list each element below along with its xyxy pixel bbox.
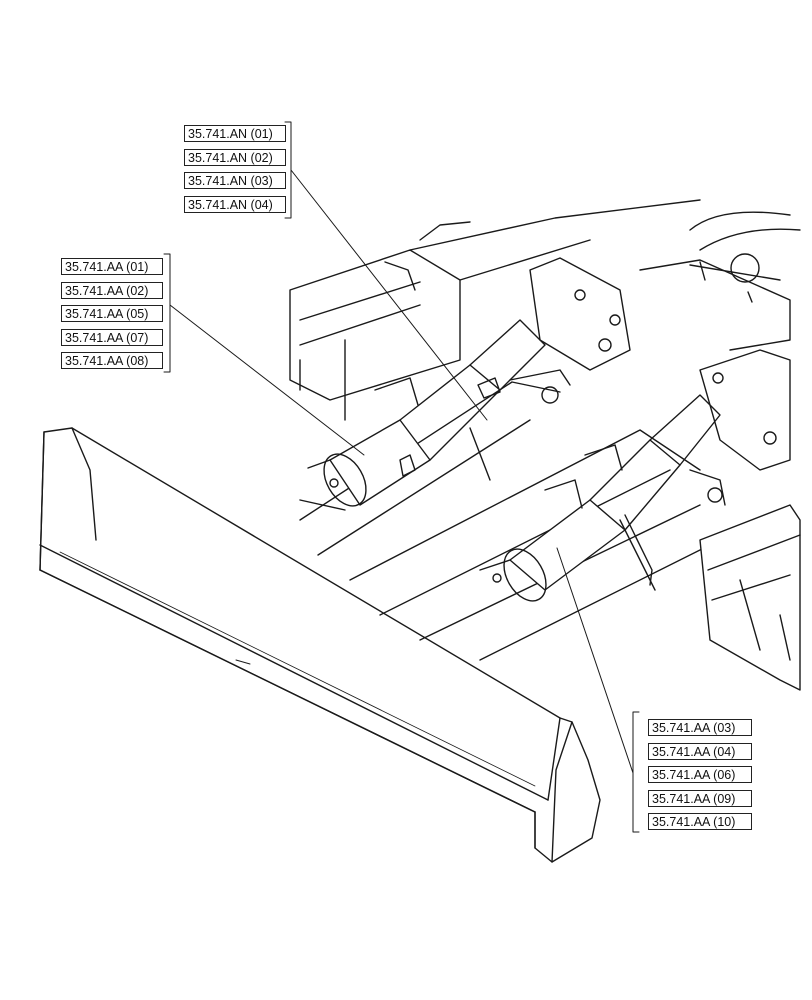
callout-label[interactable]: 35.741.AA (06) bbox=[648, 766, 752, 783]
leader-an bbox=[290, 169, 488, 421]
callout-label[interactable]: 35.741.AA (09) bbox=[648, 789, 752, 807]
dozer-blade bbox=[39, 427, 601, 863]
callout-label[interactable]: 35.741.AN (03) bbox=[184, 172, 286, 189]
right-lift-cylinder bbox=[479, 394, 726, 602]
callout-label[interactable]: 35.741.AN (02) bbox=[184, 148, 286, 166]
callout-label[interactable]: 35.741.AA (01) bbox=[61, 258, 163, 275]
leader-aa-left bbox=[169, 304, 365, 456]
callout-label[interactable]: 35.741.AN (01) bbox=[184, 125, 286, 142]
left-frame-bracket bbox=[289, 199, 701, 421]
callout-label[interactable]: 35.741.AA (04) bbox=[648, 742, 752, 760]
callout-label[interactable]: 35.741.AA (02) bbox=[61, 281, 163, 299]
left-lift-cylinder bbox=[299, 319, 571, 511]
callout-label[interactable]: 35.741.AA (03) bbox=[648, 719, 752, 736]
slewing-ring bbox=[689, 211, 801, 283]
cylinder-mount-plates bbox=[529, 257, 791, 471]
callout-label[interactable]: 35.741.AA (08) bbox=[61, 352, 163, 369]
callout-brackets bbox=[163, 121, 640, 833]
callout-label[interactable]: 35.741.AA (05) bbox=[61, 305, 163, 322]
right-lower-frame bbox=[699, 504, 801, 691]
callout-label[interactable]: 35.741.AA (10) bbox=[648, 813, 752, 830]
bracket-an bbox=[284, 121, 292, 219]
leader-aa-right bbox=[556, 547, 634, 774]
callout-leaders bbox=[169, 169, 634, 774]
bracket-aa-right bbox=[632, 711, 640, 833]
callout-label[interactable]: 35.741.AA (07) bbox=[61, 328, 163, 346]
callout-label[interactable]: 35.741.AN (04) bbox=[184, 195, 286, 213]
bracket-aa-left bbox=[163, 253, 171, 373]
